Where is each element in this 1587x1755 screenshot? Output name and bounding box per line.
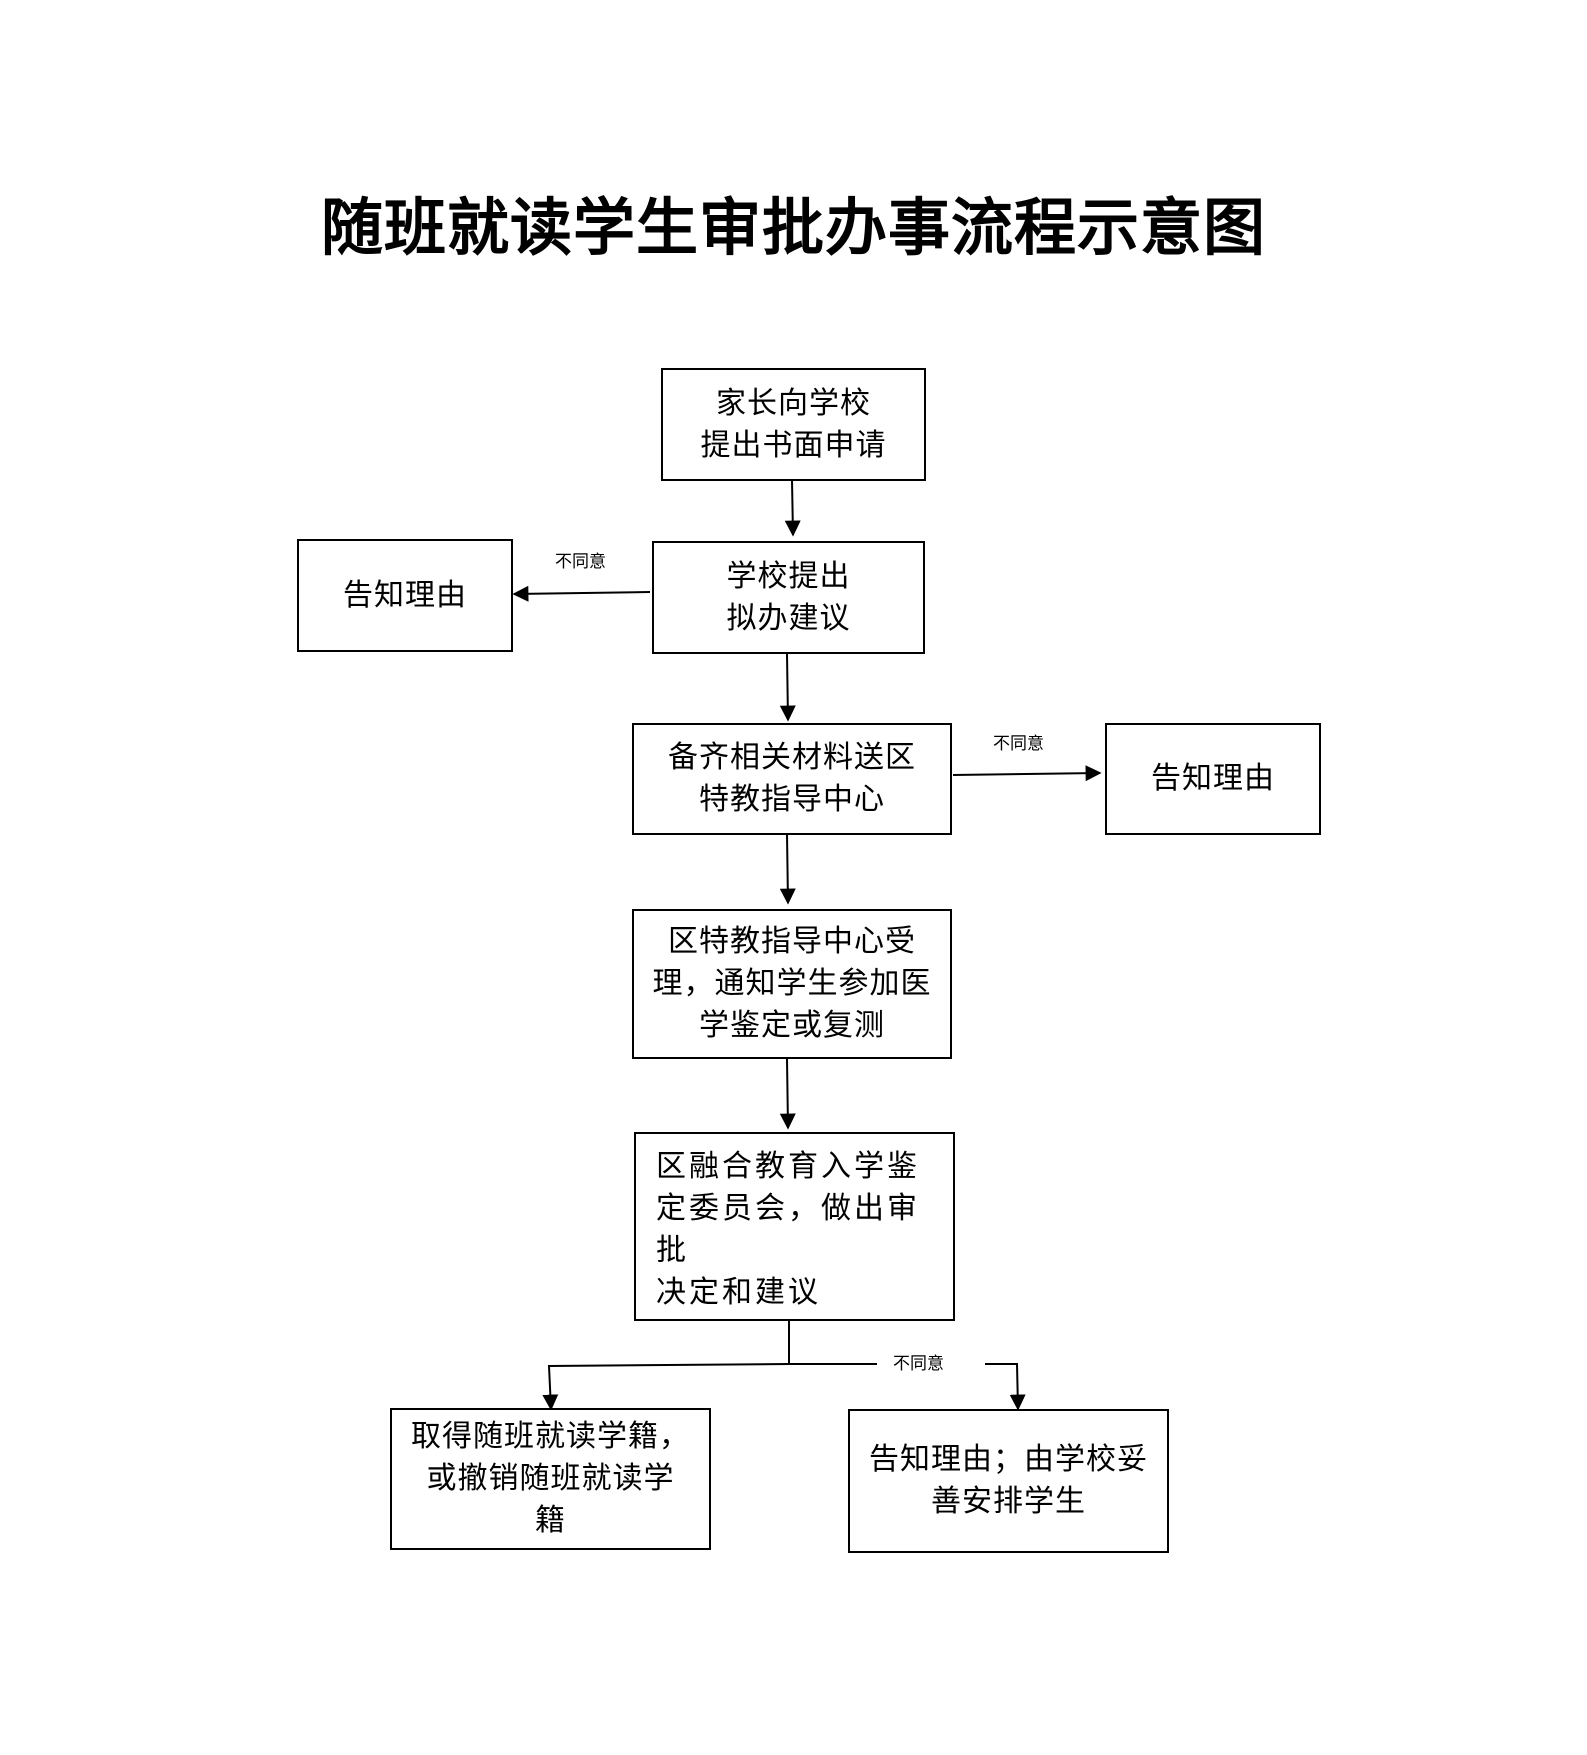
arrow-n5-n6 [542,1363,790,1411]
arrow-n2-reject [512,585,651,602]
arrow-n2-n3 [779,653,796,722]
edge-label-committee-disagree: 不同意 [893,1354,944,1374]
arrow-n1-n2 [784,479,801,537]
step-center-reject-reason: 告知理由 [1105,723,1321,835]
diagram-title: 随班就读学生审批办事流程示意图 [320,191,1266,264]
step-final-reject-arrange-text: 告知理由；由学校妥 善安排学生 [869,1442,1148,1519]
step-center-accept: 区特教指导中心受 理，通知学生参加医 学鉴定或复测 [632,909,952,1059]
step-center-reject-reason-text: 告知理由 [1151,761,1275,796]
step-parent-application-text: 家长向学校 提出书面申请 [700,385,887,463]
step-submit-materials-text: 备齐相关材料送区 特教指导中心 [668,740,916,817]
step-school-reject-reason-text: 告知理由 [343,577,467,613]
step-school-proposal: 学校提出 拟办建议 [652,541,925,654]
arrow-n3-n4 [779,833,796,905]
step-school-proposal-text: 学校提出 拟办建议 [726,558,851,636]
step-final-reject-arrange: 告知理由；由学校妥 善安排学生 [848,1409,1169,1553]
step-committee-decision: 区融合教育入学鉴 定委员会，做出审批 决定和建议 [634,1132,955,1321]
step-center-accept-text: 区特教指导中心受 理，通知学生参加医 学鉴定或复测 [652,924,932,1043]
step-school-reject-reason: 告知理由 [297,539,513,652]
step-parent-application: 家长向学校 提出书面申请 [661,368,926,481]
step-enrollment-result-text: 取得随班就读学籍， 或撤销随班就读学 籍 [411,1419,690,1538]
arrow-n3-reject [952,765,1102,782]
arrow-n4-n5 [779,1058,796,1130]
edge-label-center-disagree: 不同意 [993,734,1044,754]
edge-label-school-disagree: 不同意 [555,552,606,572]
step-submit-materials: 备齐相关材料送区 特教指导中心 [632,723,952,835]
step-committee-decision-text: 区融合教育入学鉴 定委员会，做出审批 决定和建议 [656,1149,920,1310]
arrow-n5-n7 [985,1363,1026,1411]
step-enrollment-result: 取得随班就读学籍， 或撤销随班就读学 籍 [390,1408,711,1550]
